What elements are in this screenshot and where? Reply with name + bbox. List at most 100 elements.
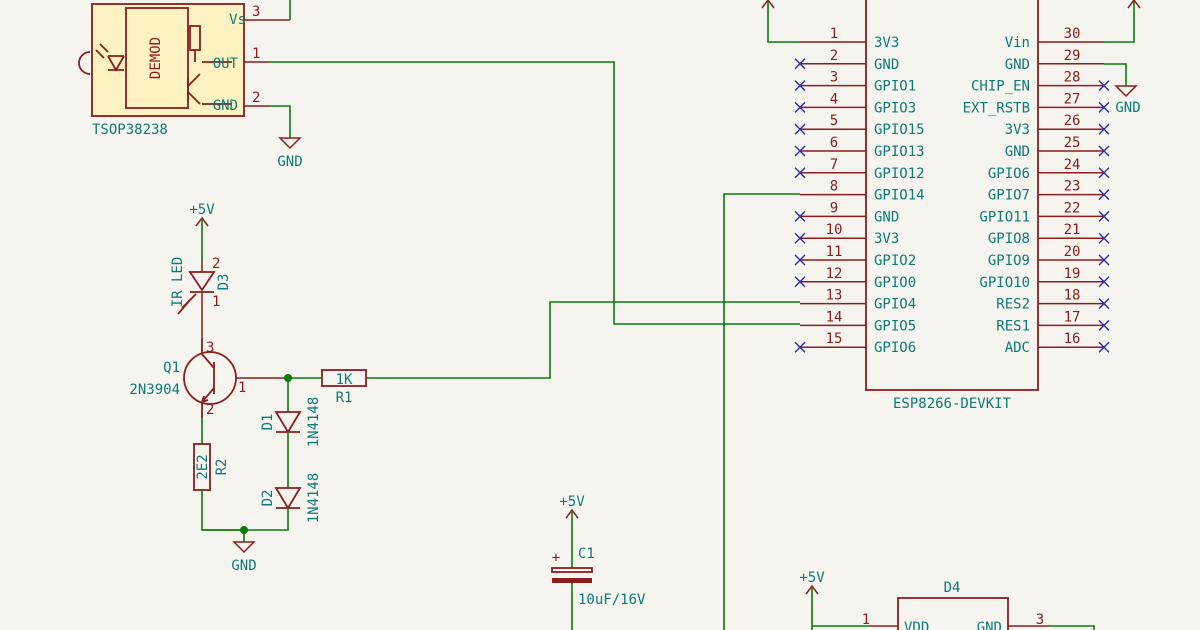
gnd-symbol-q1: GND [231, 541, 257, 574]
module-pin-num-5: 5 [830, 113, 838, 129]
d3-value: IR LED [170, 257, 186, 308]
no-connect-icon-pin-2 [794, 58, 806, 70]
wire-vin-pin30 [1104, 0, 1135, 43]
q1-pin-b: 1 [238, 380, 246, 396]
d2-diode[interactable]: D2 1N4148 [260, 473, 322, 524]
module-pin-num-1: 1 [830, 26, 838, 42]
module-right-pins: 30Vin29GND28CHIP_EN27EXT_RSTB263V325GND2… [963, 26, 1110, 356]
wire-gpio4-to-r1 [366, 301, 800, 379]
c1-plate-bottom [552, 578, 592, 583]
no-connect-icon-pin-27 [1098, 101, 1110, 113]
plus5v-label-d3: +5V [189, 202, 215, 218]
q1-emitter-arrow-icon [200, 395, 209, 404]
u2-ir-receiver[interactable]: DEMOD Vs OUT GND 3 1 2 TSOP38238 [78, 3, 290, 138]
r2-value: 2E2 [195, 454, 211, 479]
plus5v-label-c1: +5V [559, 494, 585, 510]
module-pin-num-21: 21 [1064, 222, 1081, 238]
module-pin-name-3: GPIO1 [874, 79, 916, 95]
module-pin-num-9: 9 [830, 200, 838, 216]
c1-capacitor[interactable]: + C1 10uF/16V [551, 546, 646, 608]
no-connect-icon-pin-23 [1098, 189, 1110, 201]
d4-component[interactable]: D4 1 3 VDD GND [862, 580, 1050, 630]
module-pin-name-11: GPIO2 [874, 253, 916, 269]
no-connect-icon-pin-28 [1098, 80, 1110, 92]
q1-pin-e: 2 [206, 402, 214, 418]
module-left-pins: 13V32GND3GPIO14GPIO35GPIO156GPIO137GPIO1… [794, 26, 925, 356]
d2-value: 1N4148 [306, 473, 322, 524]
module-pin-num-25: 25 [1064, 135, 1081, 151]
d2-ref: D2 [260, 490, 276, 507]
module-pin-num-26: 26 [1064, 113, 1081, 129]
no-connect-icon-pin-21 [1098, 232, 1110, 244]
module-value: ESP8266-DEVKIT [893, 396, 1012, 412]
d1-diode-icon [274, 411, 302, 434]
q1-transistor[interactable]: 3 1 2 Q1 2N3904 [129, 338, 288, 418]
wire-u2-out-to-gpio5 [270, 61, 800, 325]
d4-body [897, 597, 1009, 630]
module-pin-name-7: GPIO12 [874, 166, 925, 182]
module-pin-name-19: GPIO10 [979, 275, 1030, 291]
u2-demod-block [125, 7, 189, 109]
no-connect-icon-pin-15 [794, 341, 806, 353]
no-connect-icon-pin-19 [1098, 276, 1110, 288]
u2-lens-icon [78, 51, 91, 75]
module-pin-num-22: 22 [1064, 200, 1081, 216]
d3-emission-arrow-icon [177, 293, 197, 315]
module-pin-name-20: GPIO9 [988, 253, 1030, 269]
module-pin-num-28: 28 [1064, 70, 1081, 86]
module-pin-name-6: GPIO13 [874, 144, 925, 160]
gnd-symbol-module: GND [1114, 85, 1141, 116]
r1-resistor[interactable]: 1K R1 [321, 369, 367, 406]
module-pin-name-5: GPIO15 [874, 122, 925, 138]
plus5v-label-d4: +5V [799, 570, 825, 586]
d4-pin-3: 3 [1036, 612, 1044, 628]
power-arrow-c1-icon [565, 508, 579, 519]
no-connect-icon-pin-9 [794, 210, 806, 222]
d4-ref: D4 [944, 580, 961, 596]
module-pin-num-14: 14 [826, 309, 843, 325]
module-pin-name-10: 3V3 [874, 231, 899, 247]
gnd-symbol-u2: GND [277, 137, 303, 170]
d1-ref: D1 [260, 414, 276, 431]
power-arrow-vin-icon [1127, 0, 1141, 9]
esp8266-module[interactable]: ESP8266-DEVKIT 13V32GND3GPIO14GPIO35GPIO… [794, 0, 1110, 412]
q1-value: 2N3904 [129, 382, 180, 398]
u2-photodiode-icon [107, 55, 125, 72]
u2-light-arrow-icon [95, 43, 109, 59]
c1-value: 10uF/16V [578, 592, 646, 608]
module-pin-num-17: 17 [1064, 309, 1081, 325]
u2-demod-label: DEMOD [148, 37, 164, 79]
d3-ir-led[interactable]: 2 1 D3 IR LED [170, 256, 232, 338]
no-connect-icon-pin-12 [794, 276, 806, 288]
r2-resistor[interactable]: 2E2 R2 [193, 443, 230, 491]
power-arrow-3v3-icon [761, 0, 775, 9]
module-pin-name-2: GND [874, 57, 899, 73]
module-pin-num-8: 8 [830, 179, 838, 195]
q1-ref: Q1 [163, 360, 180, 376]
module-pin-num-11: 11 [826, 244, 843, 260]
d3-pin-k: 1 [212, 294, 220, 310]
d4-pin-1: 1 [862, 612, 870, 628]
wire-5v-to-d4 [811, 588, 870, 630]
module-pin-name-24: GPIO6 [988, 166, 1030, 182]
no-connect-icon-pin-16 [1098, 341, 1110, 353]
r1-ref: R1 [336, 390, 353, 406]
no-connect-icon-pin-10 [794, 232, 806, 244]
module-pin-num-30: 30 [1064, 26, 1081, 42]
d4-pin-name-vdd: VDD [904, 620, 929, 630]
no-connect-icon-pin-4 [794, 101, 806, 113]
u2-pin-num-1: 1 [252, 46, 260, 62]
module-pin-name-22: GPIO11 [979, 209, 1030, 225]
u2-output-transistor-icon [187, 50, 232, 105]
module-pin-name-12: GPIO0 [874, 275, 916, 291]
module-pin-num-27: 27 [1064, 91, 1081, 107]
gnd-label-q1: GND [231, 558, 256, 574]
module-pin-name-27: EXT_RSTB [963, 100, 1030, 116]
module-pin-name-13: GPIO4 [874, 297, 916, 313]
d1-diode[interactable]: D1 1N4148 [260, 397, 322, 448]
no-connect-icon-pin-6 [794, 145, 806, 157]
module-pin-name-28: CHIP_EN [971, 79, 1030, 95]
c1-polarity: + [552, 550, 560, 566]
c1-plate-top [551, 567, 593, 573]
